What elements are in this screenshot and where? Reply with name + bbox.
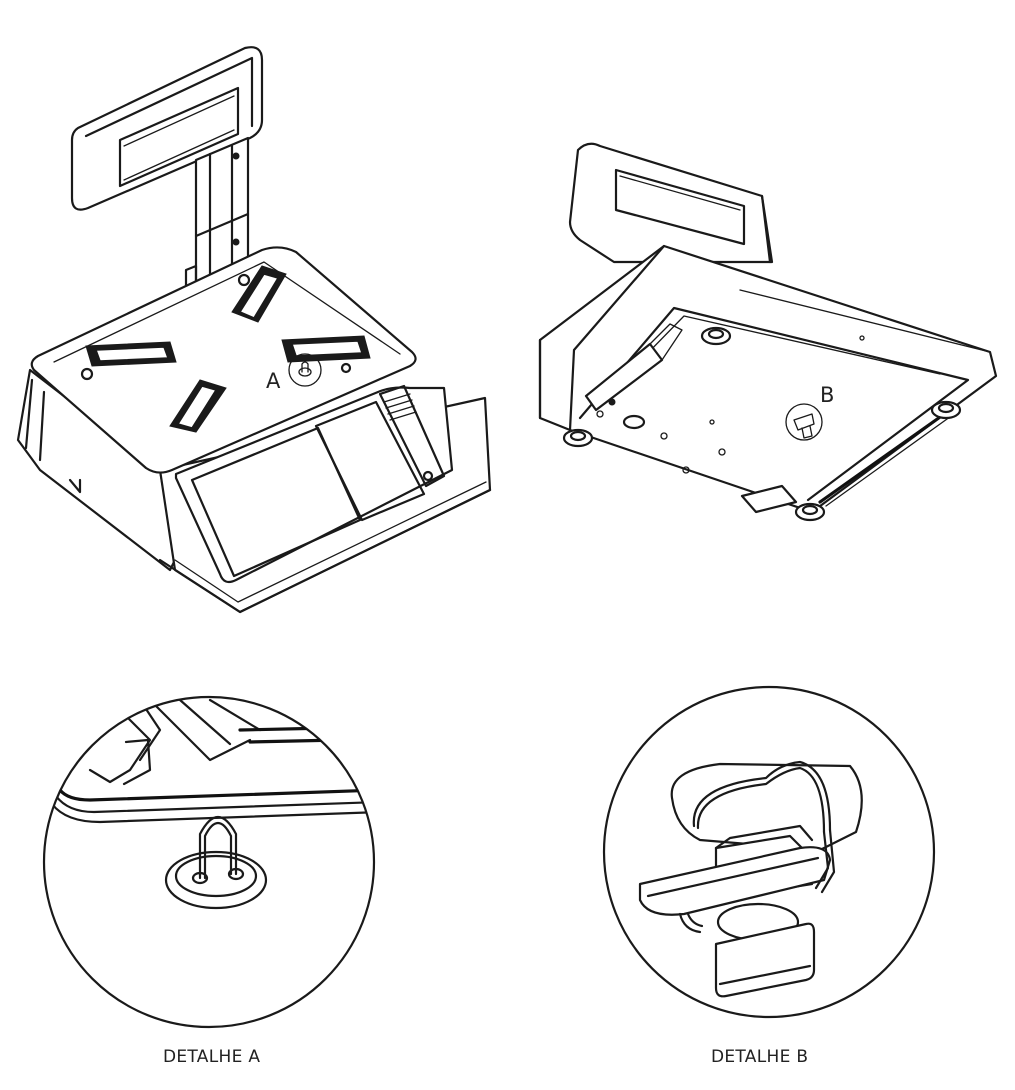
detail-b (602, 685, 936, 1019)
platter-clips (85, 265, 371, 433)
detail-a (42, 695, 376, 1029)
callout-b: B (820, 383, 834, 407)
detail-a-circle (42, 695, 376, 1029)
display-head (70, 46, 264, 211)
feet (562, 326, 962, 522)
display-head-rear (568, 142, 774, 264)
display-pole (184, 136, 250, 302)
scale-top-view: A (16, 46, 492, 614)
lcd-screen (190, 426, 362, 578)
scale-body (16, 246, 492, 614)
keypad-panel (314, 400, 426, 522)
caption-detail-a: DETALHE A (163, 1047, 260, 1067)
scale-bottom-view: B (538, 142, 998, 522)
printer-slot (378, 384, 446, 488)
display-window-rear (614, 168, 746, 246)
callout-a: A (266, 369, 281, 393)
caption-detail-b: DETALHE B (711, 1047, 808, 1067)
detail-b-marker (785, 403, 823, 441)
display-window (118, 86, 240, 188)
detail-b-circle (602, 685, 936, 1019)
detail-a-marker (288, 353, 322, 387)
